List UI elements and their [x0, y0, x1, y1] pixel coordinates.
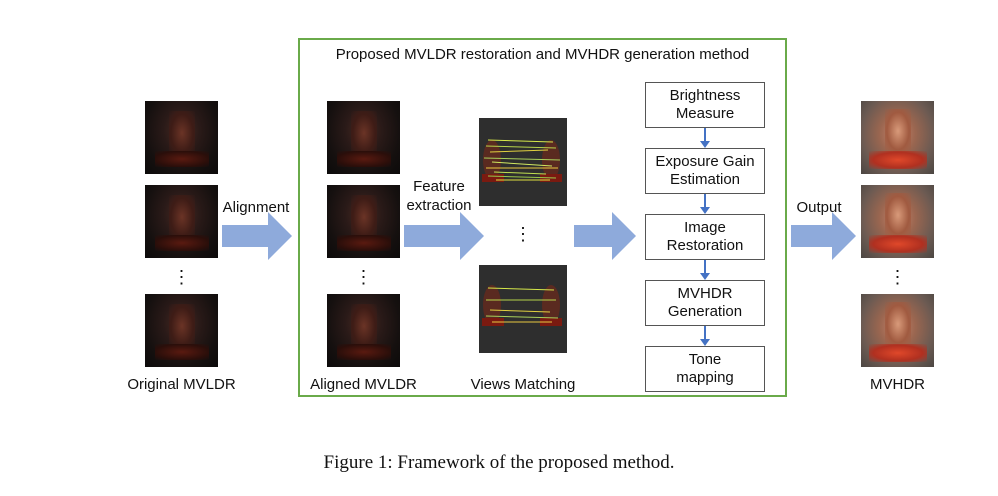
brightness-measure-box: Brightness Measure [645, 82, 765, 128]
mvhdr-generation-line2: Generation [667, 303, 743, 320]
matching-figures-2 [482, 285, 562, 326]
aligned-view-n-image [327, 294, 400, 367]
mvhdr-generation-line1: MVHDR [677, 285, 733, 302]
pipeline-arrow-3 [700, 260, 710, 280]
image-restoration-line1: Image [684, 219, 726, 236]
mvhdr-view-2-image [861, 185, 934, 258]
feature-extraction-arrow [404, 212, 484, 260]
views-matching-label: Views Matching [470, 376, 576, 393]
pipeline-arrow-1 [700, 128, 710, 148]
original-view-1-image [145, 101, 218, 174]
original-ellipsis: ⋮ [172, 267, 191, 287]
brightness-measure-line2: Measure [675, 105, 735, 122]
exposure-gain-box: Exposure Gain Estimation [645, 148, 765, 194]
alignment-arrow [222, 212, 292, 260]
mvhdr-generation-box: MVHDR Generation [645, 280, 765, 326]
output-arrow [791, 212, 856, 260]
feature-extraction-label-line1: Feature [413, 178, 465, 195]
mvhdr-view-1-image [861, 101, 934, 174]
image-restoration-box: Image Restoration [645, 214, 765, 260]
method-frame [298, 38, 787, 397]
matching-lines-2 [485, 287, 559, 323]
tone-mapping-line2: mapping [676, 369, 734, 386]
output-label: Output [796, 199, 842, 216]
aligned-view-2-image [327, 185, 400, 258]
mvhdr-ellipsis: ⋮ [888, 267, 907, 287]
original-view-2-image [145, 185, 218, 258]
matching-to-pipeline-arrow [574, 212, 636, 260]
matching-ellipsis: ⋮ [514, 224, 532, 244]
aligned-mvldr-label: Aligned MVLDR [310, 376, 417, 393]
mvhdr-label: MVHDR [870, 376, 925, 393]
figure-caption: Figure 1: Framework of the proposed meth… [323, 452, 675, 473]
frame-title: Proposed MVLDR restoration and MVHDR gen… [335, 46, 750, 63]
feature-extraction-label-line2: extraction [406, 197, 472, 214]
alignment-label: Alignment [222, 199, 290, 216]
exposure-gain-line2: Estimation [669, 171, 741, 188]
aligned-ellipsis: ⋮ [354, 267, 373, 287]
original-view-n-image [145, 294, 218, 367]
tone-mapping-box: Tone mapping [645, 346, 765, 392]
tone-mapping-line1: Tone [688, 351, 722, 368]
original-mvldr-label: Original MVLDR [127, 376, 236, 393]
exposure-gain-line1: Exposure Gain [655, 153, 755, 170]
pipeline-arrow-2 [700, 194, 710, 214]
image-restoration-line2: Restoration [666, 237, 744, 254]
aligned-view-1-image [327, 101, 400, 174]
brightness-measure-line1: Brightness [669, 87, 741, 104]
mvhdr-view-n-image [861, 294, 934, 367]
pipeline-arrow-4 [700, 326, 710, 346]
matching-lines-1 [483, 139, 561, 181]
